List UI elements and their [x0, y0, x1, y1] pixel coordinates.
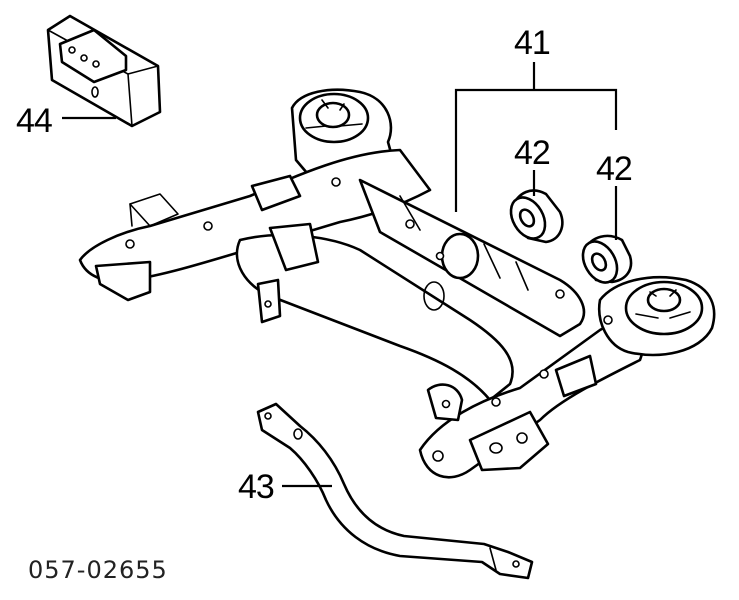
callout-42-left: 42 [514, 134, 550, 172]
subframe-crossmember [78, 88, 716, 479]
part-44-bracket [46, 14, 162, 128]
part-43-stay-bar [256, 402, 534, 580]
callout-44: 44 [16, 102, 52, 140]
part-42-bushing-right [581, 234, 633, 284]
callout-43: 43 [238, 468, 274, 506]
part-42-bushing-left [509, 189, 564, 244]
leader-lines [62, 62, 618, 488]
diagram-code: 057-02655 [28, 556, 168, 584]
callout-42-right: 42 [596, 150, 632, 188]
callout-41: 41 [514, 24, 550, 62]
